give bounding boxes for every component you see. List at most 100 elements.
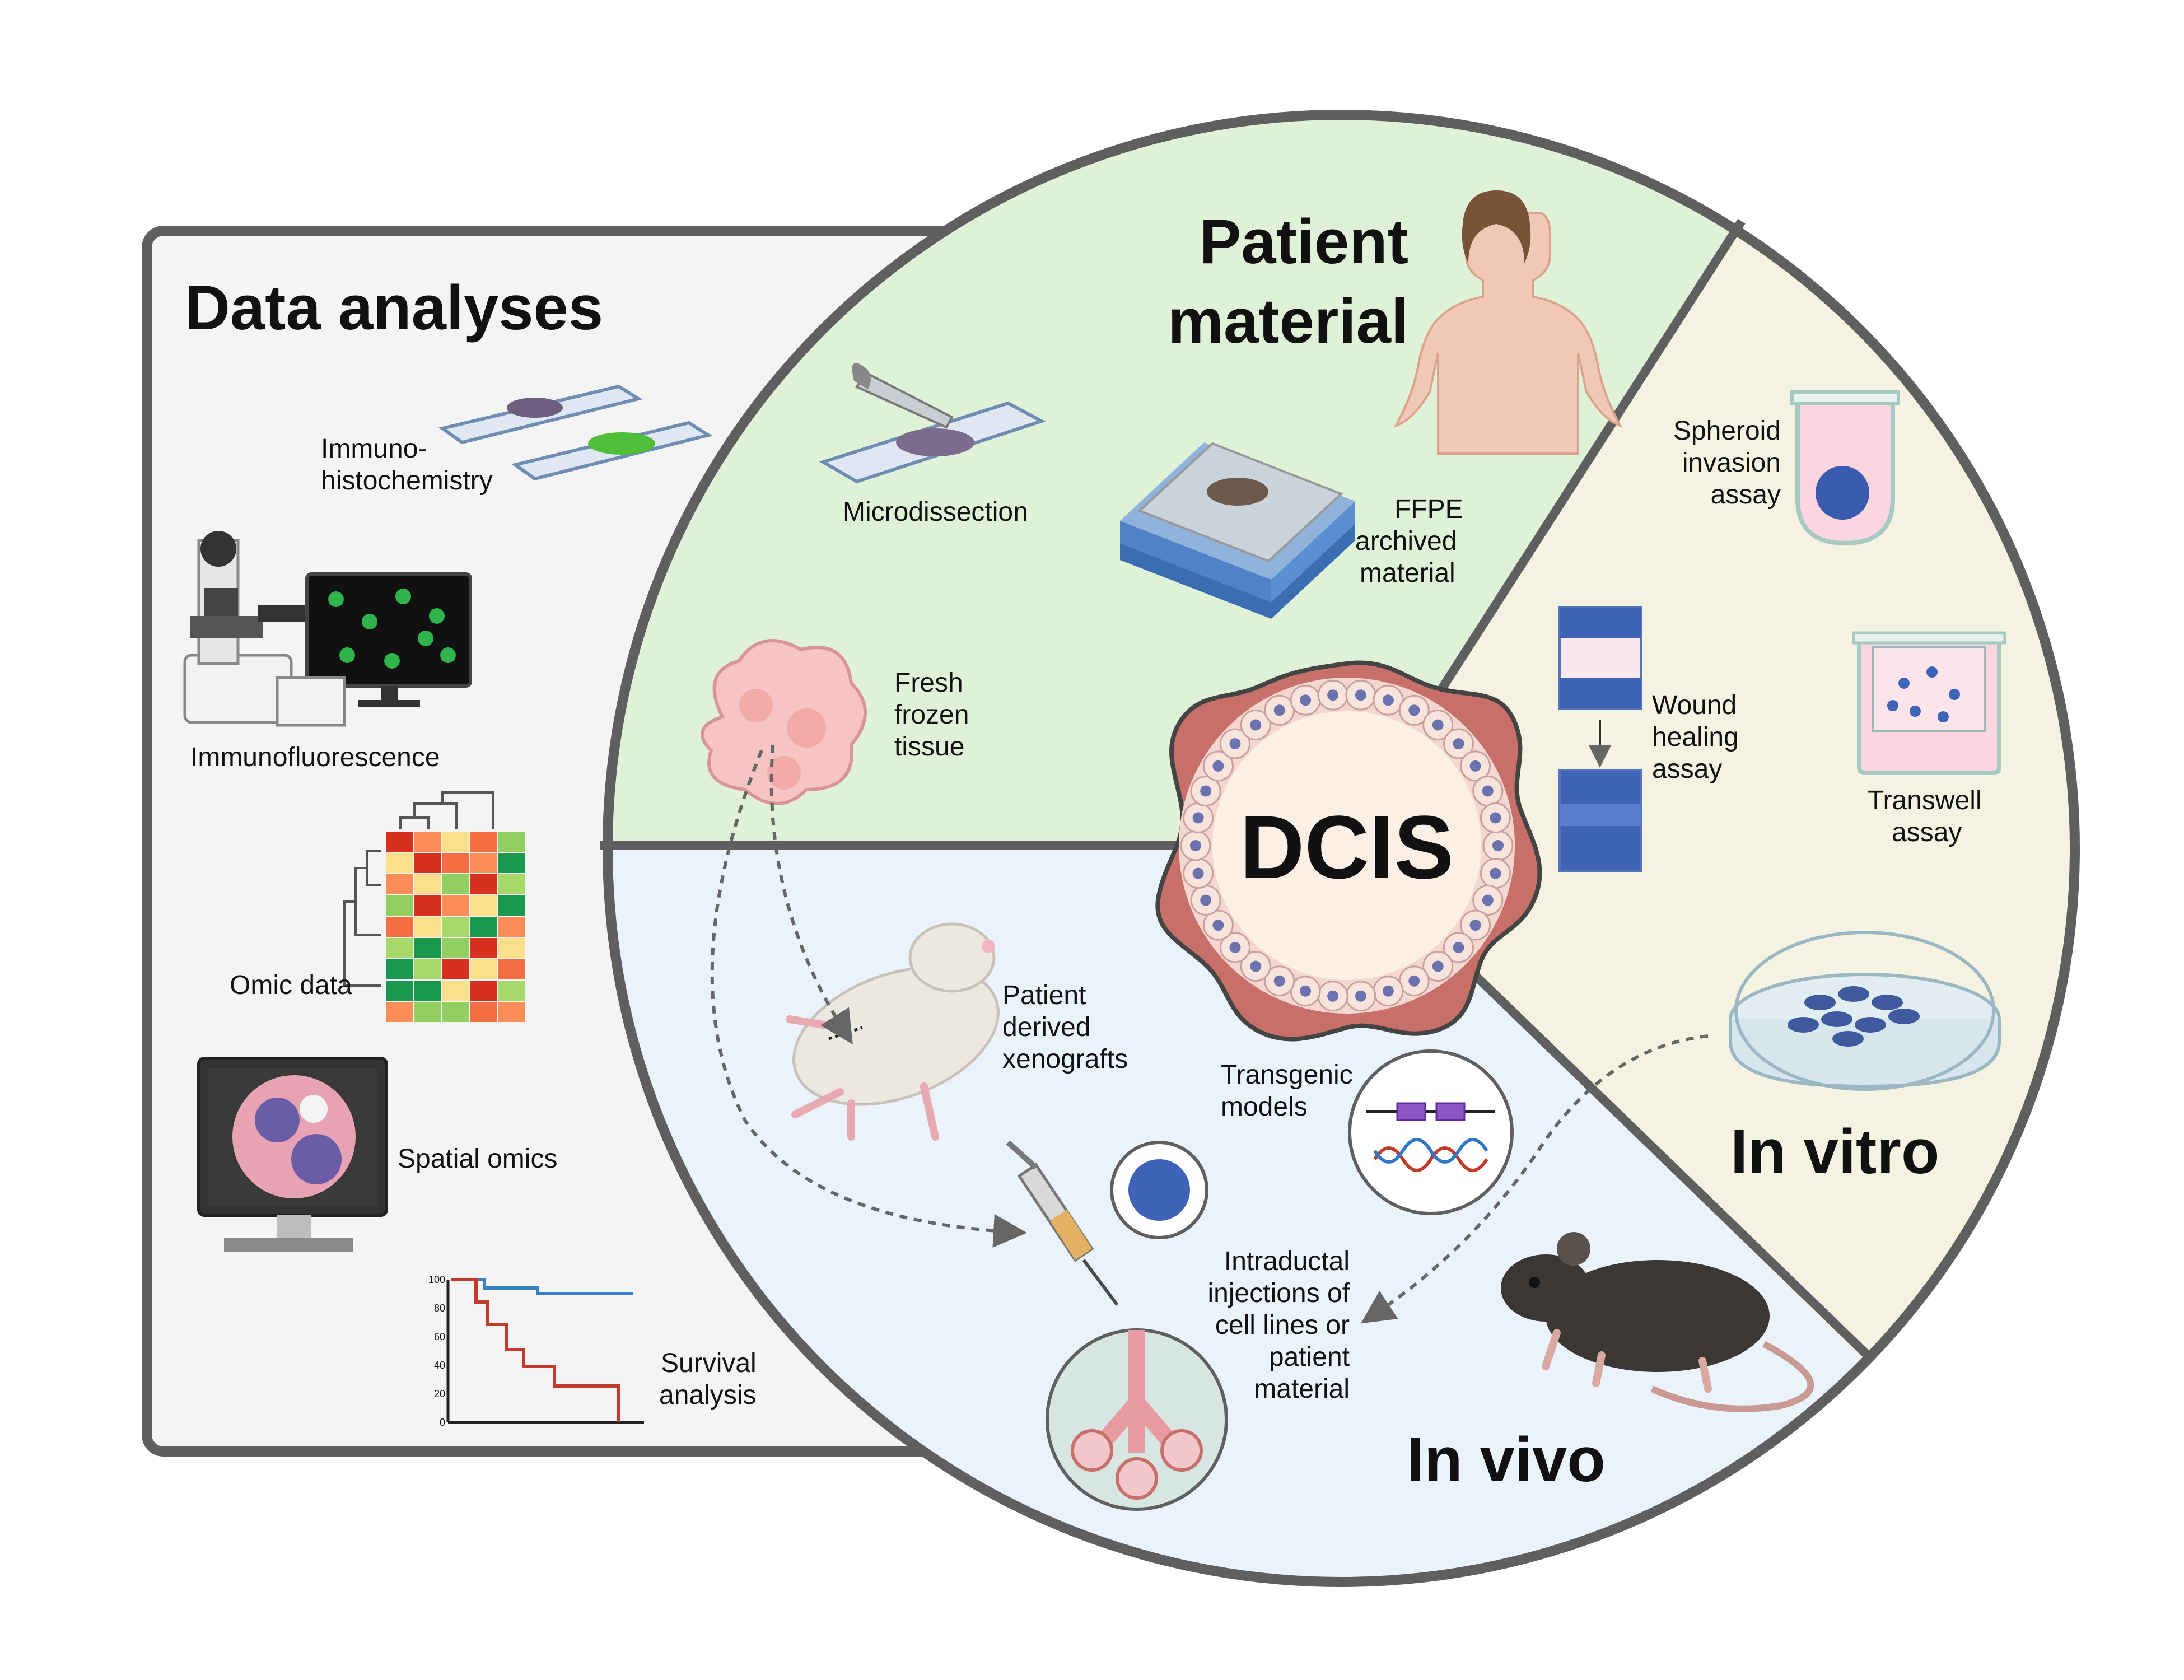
heatmap-cell <box>442 832 469 852</box>
intraductal-label-3: cell lines or <box>1215 1310 1350 1340</box>
spheroid-label-1: Spheroid <box>1673 416 1781 446</box>
xenograft-mouse-icon <box>786 922 1000 1141</box>
survival-tick-60: 60 <box>434 1331 445 1342</box>
heatmap-cell <box>414 1002 441 1022</box>
heatmap-cell <box>386 832 413 852</box>
heatmap-cell <box>442 959 469 979</box>
heatmap-cell <box>386 981 413 1001</box>
heatmap-cell <box>498 853 525 873</box>
heatmap-cell <box>386 938 413 958</box>
dcis-cell-nucleus <box>1212 920 1224 931</box>
heatmap-cell <box>442 1002 469 1022</box>
ihc-label-1: Immuno- <box>321 434 427 464</box>
heatmap-cell <box>470 895 497 916</box>
dcis-cell-nucleus <box>1482 785 1494 797</box>
heatmap-cell <box>498 959 525 979</box>
dcis-lumen <box>1212 711 1481 980</box>
heatmap-dendrogram-top <box>399 791 494 829</box>
dcis-cell-nucleus <box>1192 812 1204 824</box>
transgenic-label-2: models <box>1221 1092 1308 1122</box>
intraductal-label-1: Intraductal <box>1224 1247 1350 1276</box>
heatmap-cell <box>470 959 497 979</box>
dcis-duct-icon <box>1155 660 1542 1042</box>
survival-tick-40: 40 <box>434 1360 445 1371</box>
ffpe-label-2: archived <box>1355 526 1457 556</box>
heatmap-cell <box>470 938 497 958</box>
in-vitro-title: In vitro <box>1730 1117 1939 1187</box>
omic-heatmap-icon <box>343 791 525 1022</box>
dcis-cell-nucleus <box>1490 812 1501 824</box>
heatmap-cell <box>498 917 525 937</box>
heatmap-cell <box>414 874 441 894</box>
in-vivo-title: In vivo <box>1407 1425 1606 1495</box>
heatmap-cell <box>470 853 497 873</box>
dcis-cell-nucleus <box>1469 760 1481 772</box>
heatmap-dendrogram <box>343 850 381 987</box>
wound-healing-icon <box>1558 606 1642 872</box>
dcis-cell-nucleus <box>1469 920 1481 931</box>
dcis-cell-nucleus <box>1300 985 1312 997</box>
dcis-cell-nucleus <box>1192 867 1204 879</box>
pdx-label-1: Patient <box>1002 981 1086 1010</box>
ffpe-block-icon <box>1120 442 1355 619</box>
fresh-label-2: frozen <box>894 700 969 730</box>
heatmap-cell <box>470 832 497 852</box>
heatmap-cell <box>386 1002 413 1022</box>
dcis-cell-nucleus <box>1327 990 1339 1002</box>
spheroid-label-2: invasion <box>1682 448 1781 478</box>
dcis-cell-nucleus <box>1229 738 1241 750</box>
survival-label-2: analysis <box>659 1380 756 1410</box>
dcis-label: DCIS <box>1240 797 1454 897</box>
heatmap-cell <box>442 853 469 873</box>
heatmap-cell <box>386 853 413 873</box>
survival-tick-100: 100 <box>428 1274 445 1285</box>
heatmap-cell <box>498 874 525 894</box>
heatmap-cell <box>442 981 469 1001</box>
dcis-cell-nucleus <box>1382 694 1394 706</box>
dcis-cell-nucleus <box>1482 894 1494 906</box>
dcis-cell-nucleus <box>1229 941 1241 953</box>
dcis-cell-nucleus <box>1300 694 1312 706</box>
heatmap-cell <box>386 895 413 916</box>
syringe-icon <box>1006 1140 1208 1306</box>
omic-data-label: Omic data <box>230 970 352 1000</box>
immunofluorescence-label: Immunofluorescence <box>190 743 440 772</box>
heatmap-cell <box>442 917 469 937</box>
heatmap-cell <box>498 981 525 1001</box>
model-circle-outline <box>603 110 2080 1587</box>
heatmap-cell <box>498 1002 525 1022</box>
arrow-fresh-to-injection <box>710 749 1027 1248</box>
pdx-label-3: xenografts <box>1002 1044 1128 1074</box>
intraductal-label-2: injections of <box>1208 1278 1350 1308</box>
survival-tick-0: 0 <box>440 1417 445 1428</box>
arrow-dish-to-injection <box>1361 1034 1709 1324</box>
heatmap-cell <box>414 917 441 937</box>
microdissection-slide-icon <box>819 363 1046 484</box>
wound-label-3: assay <box>1652 754 1722 784</box>
fluorescence-monitor-icon <box>276 572 472 727</box>
heatmap-cell <box>414 853 441 873</box>
heatmap-cell <box>470 874 497 894</box>
survival-label-1: Survival <box>661 1348 757 1378</box>
heatmap-cell <box>470 1002 497 1022</box>
dcis-cell-nucleus <box>1355 990 1366 1002</box>
dcis-cell-nucleus <box>1432 719 1444 731</box>
dcis-cell-nucleus <box>1432 960 1444 972</box>
dcis-cell-nucleus <box>1490 867 1501 879</box>
transwell-label-1: Transwell <box>1868 786 1982 815</box>
black-mouse-icon <box>1501 1232 1814 1412</box>
ihc-label-2: histochemistry <box>321 466 493 496</box>
survival-curve-blue <box>451 1278 633 1295</box>
arrow-fresh-to-xenograft <box>769 744 853 1045</box>
heatmap-cell <box>442 938 469 958</box>
dcis-cell-nucleus <box>1273 975 1285 987</box>
dcis-cell-nucleus <box>1453 738 1464 750</box>
patient-figure-icon <box>1393 190 1623 455</box>
dcis-cell-nucleus <box>1408 975 1420 987</box>
survival-plot: 100 80 60 40 20 0 <box>428 1274 644 1428</box>
heatmap-cell <box>414 832 441 852</box>
survival-tick-80: 80 <box>434 1303 445 1314</box>
heatmap-cell <box>442 874 469 894</box>
petri-dish-icon <box>1729 931 2001 1091</box>
